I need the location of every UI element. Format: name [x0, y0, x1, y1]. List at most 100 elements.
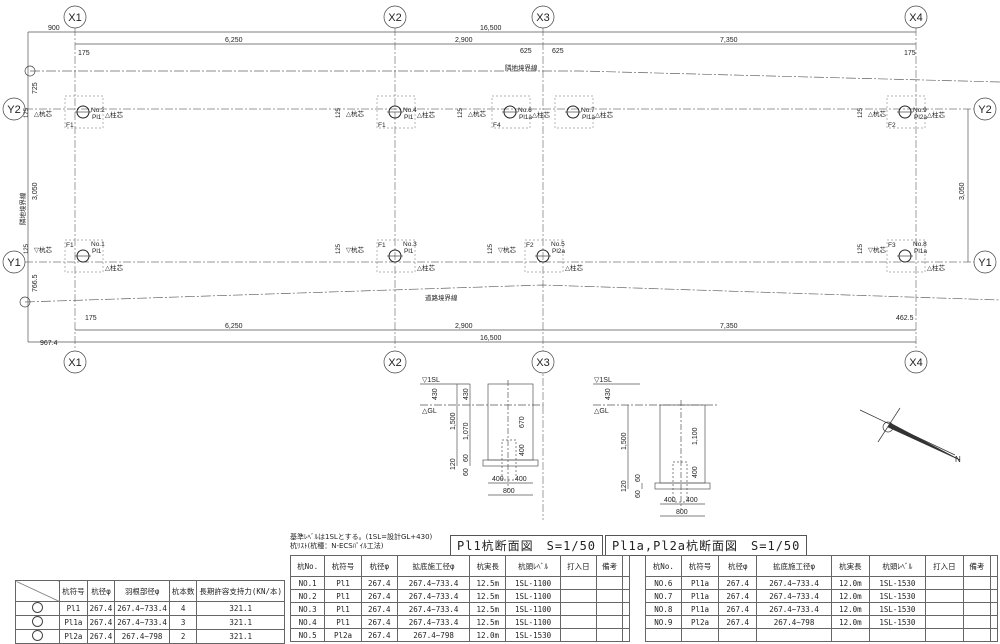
table-cell: 1SL-1100	[505, 602, 561, 616]
sl-label: ▽1SL	[422, 377, 440, 384]
grid-label: Y2	[978, 104, 991, 116]
grid-label: Y1	[7, 257, 20, 269]
table-cell	[559, 628, 597, 642]
dim-120: 120	[621, 480, 628, 492]
table-cell	[830, 628, 870, 642]
table-cell: NO.3	[289, 602, 326, 616]
note-pile-type: 杭ﾘｽﾄ(杭種：N-ECSﾊﾟｲﾙ工法)	[290, 542, 384, 550]
table-cell	[925, 576, 964, 590]
dim-bottom-offset: 967.4	[40, 340, 58, 347]
pile-number: No.1	[91, 241, 105, 248]
footing-label: F1	[66, 242, 74, 249]
table-cell	[622, 615, 630, 629]
dim-175-right: 175	[904, 50, 916, 57]
pile-symbol: Pl1	[404, 114, 414, 121]
grid-label: X4	[909, 12, 922, 24]
table-cell	[595, 602, 624, 616]
column-header: 杭頭ﾚﾍﾞﾙ	[868, 555, 927, 577]
table-cell	[756, 628, 832, 642]
dim-400: 400	[519, 444, 526, 456]
table-cell: 4	[168, 601, 198, 616]
table-cell: 267.4~798	[396, 628, 471, 642]
dim-625-a: 625	[520, 48, 532, 55]
dim-725: 725	[32, 82, 39, 94]
table-cell: 12.0m	[830, 576, 870, 590]
pile-symbol: Pl1	[404, 248, 414, 255]
table-cell: Pl1a	[680, 602, 720, 616]
table-cell	[990, 615, 998, 629]
table-cell: Pl2a	[59, 629, 88, 644]
table-cell: 12.5m	[469, 615, 507, 629]
table-cell: 321.1	[196, 615, 285, 630]
dim-span-3: 7,350	[720, 37, 738, 44]
table-cell	[622, 628, 630, 642]
table-cell	[622, 576, 630, 590]
table-cell	[680, 628, 720, 642]
table-cell	[868, 628, 927, 642]
table-cell	[925, 602, 964, 616]
table-cell: 321.1	[196, 601, 285, 616]
dim-125: 125	[24, 243, 30, 254]
neighbor-boundary-line	[30, 70, 1000, 83]
table-cell: Pl2a	[324, 628, 362, 642]
table-cell: 12.5m	[469, 602, 507, 616]
footing-label: F1	[378, 122, 386, 129]
grid-bubble-x1: X1	[63, 350, 87, 374]
pile-symbol-icon-cell	[14, 629, 61, 644]
dim-430: 430	[605, 388, 612, 400]
footing-label: F3	[888, 242, 896, 249]
table-cell: NO.5	[289, 628, 326, 642]
pile-center-label: ▽杭芯	[498, 245, 516, 254]
column-center-label: △柱芯	[417, 263, 435, 272]
grid-lines	[25, 28, 975, 520]
pile-center-label: △杭芯	[868, 109, 886, 118]
table-cell	[962, 589, 992, 603]
column-header: 杭実長	[830, 555, 870, 577]
table-cell	[559, 615, 597, 629]
table-cell: NO.2	[289, 589, 326, 603]
table-cell: 267.4~733.4	[396, 602, 471, 616]
dim-125: 125	[858, 107, 864, 118]
dim-span-2: 2,900	[455, 37, 473, 44]
table-cell	[962, 615, 992, 629]
road-boundary-line	[24, 284, 1000, 303]
grid-bubble-x2: X2	[383, 5, 407, 29]
dimension-lines	[28, 31, 969, 343]
north-label: N	[955, 455, 961, 464]
dim-800: 800	[503, 488, 515, 495]
dim-430: 430	[463, 388, 470, 400]
pile-number: No.2	[91, 107, 105, 114]
grid-bubble-x4: X4	[904, 350, 928, 374]
column-header: 羽根部径φ	[114, 580, 170, 602]
table-cell: Pl1a	[680, 589, 720, 603]
grid-bubble-y1: Y1	[2, 250, 26, 274]
column-header: 打入日	[559, 555, 597, 577]
table-cell: NO.1	[289, 576, 326, 590]
table-cell: 267.4~733.4	[114, 615, 170, 630]
table-cell: 12.0m	[830, 602, 870, 616]
pile-center-label: ▽杭芯	[34, 245, 52, 254]
table-cell: 267.4	[360, 589, 398, 603]
table-cell	[622, 589, 630, 603]
table-cell: 267.4~798	[756, 615, 832, 629]
table-cell: 267.4	[86, 615, 116, 630]
table-cell: 267.4~733.4	[756, 589, 832, 603]
pile-symbol-icon-cell	[14, 615, 61, 630]
dim-670: 670	[519, 416, 526, 428]
table-cell	[990, 576, 998, 590]
grid-label: X1	[68, 357, 81, 369]
table-cell: 267.4	[718, 576, 758, 590]
table-cell: 1SL-1100	[505, 576, 561, 590]
table-cell: 267.4	[360, 615, 398, 629]
